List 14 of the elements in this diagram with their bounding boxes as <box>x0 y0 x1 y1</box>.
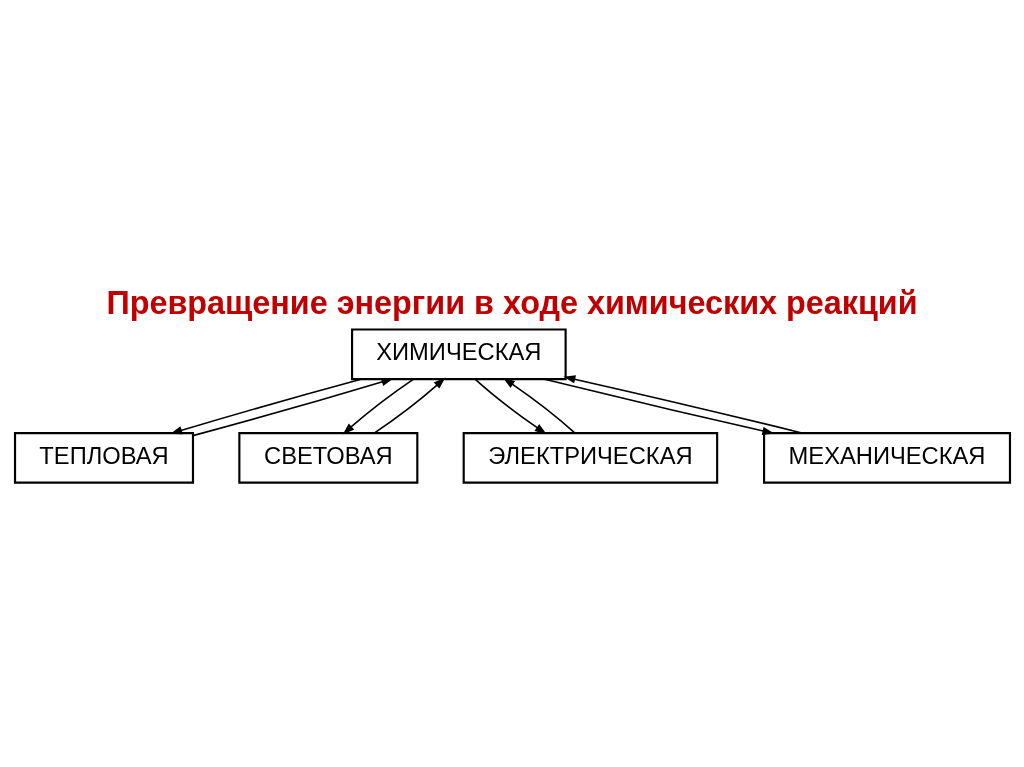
arrow <box>563 374 803 434</box>
arrow <box>502 377 575 434</box>
arrow <box>169 377 362 434</box>
node-box: МЕХАНИЧЕСКАЯ <box>762 431 1011 484</box>
diagram-title: Превращение энергии в ходе химических реакций <box>105 284 918 321</box>
node-box: ТЕПЛОВАЯ <box>13 431 194 484</box>
arrow <box>543 377 774 435</box>
node-box: ХИМИЧЕСКАЯ <box>350 327 567 380</box>
arrow <box>373 377 445 434</box>
node-box: СВЕТОВАЯ <box>237 431 418 484</box>
arrow <box>473 377 547 434</box>
node-box: ЭЛЕКТРИЧЕСКАЯ <box>462 431 718 484</box>
arrow <box>191 377 393 436</box>
arrow <box>342 377 414 434</box>
